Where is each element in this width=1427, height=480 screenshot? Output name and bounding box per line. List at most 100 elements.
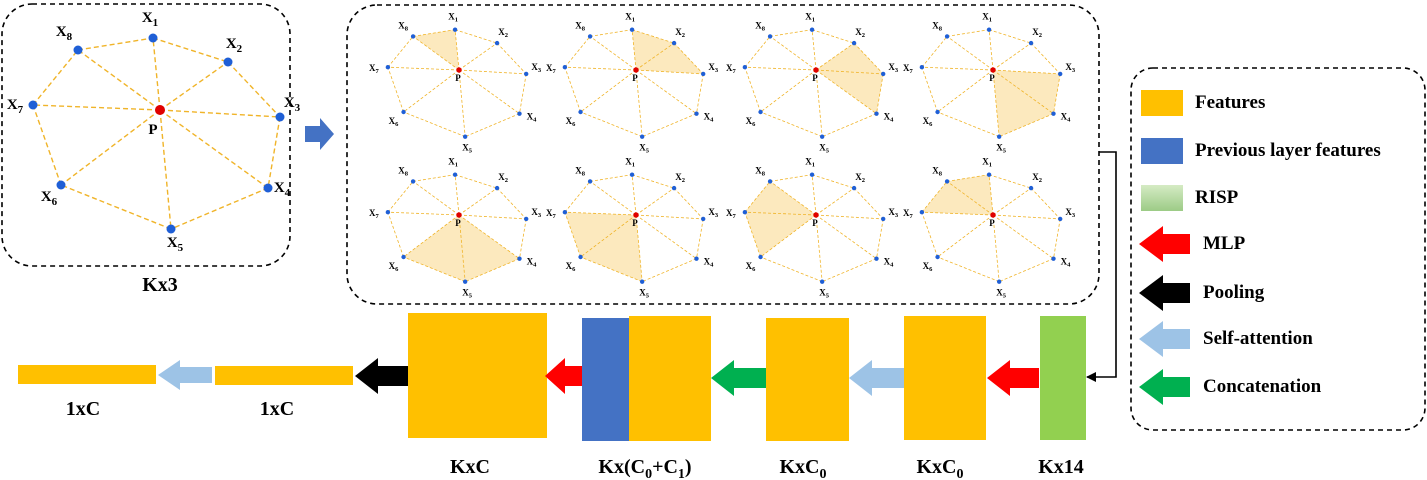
ring-edge xyxy=(921,36,948,68)
neighbor-label: X3 xyxy=(1065,62,1076,74)
neighbor-label: X5 xyxy=(167,235,184,254)
center-node xyxy=(990,67,996,73)
highlighted-triangle-region xyxy=(413,29,459,70)
center-label: P xyxy=(455,73,461,83)
legend-item: RISP xyxy=(1141,185,1239,211)
concat-label: Kx(C0+C1) xyxy=(598,456,691,480)
spoke-edge xyxy=(635,69,704,75)
risp-block xyxy=(1040,316,1086,440)
neighbor-label: X2 xyxy=(675,27,685,39)
highlighted-triangle-region xyxy=(816,43,884,114)
ring-edge xyxy=(496,42,527,75)
neighbor-node xyxy=(56,180,66,190)
center-label: P xyxy=(812,73,818,83)
highlighted-triangle-region xyxy=(921,174,993,215)
spoke-edge xyxy=(458,69,520,115)
ring-edge xyxy=(519,218,527,259)
spoke-edge xyxy=(458,214,527,220)
spoke-edge xyxy=(454,29,460,71)
center-node xyxy=(990,212,996,218)
neighbor-node xyxy=(694,111,699,116)
center-label: P xyxy=(632,73,638,83)
center-label: P xyxy=(148,122,157,138)
neighbor-node xyxy=(881,216,886,222)
ring-edge xyxy=(403,256,466,283)
neighbor-label: X4 xyxy=(1061,112,1072,124)
center-label: P xyxy=(632,218,638,228)
ring-edge xyxy=(580,111,643,138)
kxc-feature-block xyxy=(408,313,547,438)
legend-swatch xyxy=(1141,185,1183,211)
neighbor-label: X8 xyxy=(755,20,766,32)
spoke-edge xyxy=(589,181,637,216)
legend-label: RISP xyxy=(1195,187,1239,208)
neighbor-label: X2 xyxy=(498,172,508,184)
neighbor-label: X2 xyxy=(1032,172,1042,184)
spoke-edge xyxy=(815,214,884,220)
neighbor-node xyxy=(524,71,529,77)
neighbor-node xyxy=(758,254,763,260)
ring-edge xyxy=(152,37,229,63)
spoke-edge xyxy=(635,42,675,71)
spoke-edge xyxy=(815,42,855,71)
spoke-edge xyxy=(412,181,460,216)
neighbor-label: X5 xyxy=(996,143,1007,155)
spoke-edge xyxy=(458,214,466,282)
legend-arrow-icon xyxy=(1139,321,1190,357)
neighbor-label: X4 xyxy=(527,112,538,124)
spoke-edge xyxy=(580,69,637,113)
neighbor-node xyxy=(1028,40,1034,46)
legend-item: Features xyxy=(1141,90,1265,116)
neighbor-node xyxy=(385,65,391,70)
spoke-edge xyxy=(760,69,817,113)
neighbor-node xyxy=(881,71,886,77)
ring-edge xyxy=(822,113,877,138)
neighbor-label: X1 xyxy=(805,12,815,24)
neighbor-label: X4 xyxy=(704,257,715,269)
spoke-edge xyxy=(921,66,994,71)
spoke-edge xyxy=(589,36,637,71)
spoke-edge xyxy=(815,187,855,216)
neighbor-label: X4 xyxy=(884,112,895,124)
neighbor-label: X8 xyxy=(575,20,586,32)
ring-edge xyxy=(937,111,1000,138)
neighbor-label: X6 xyxy=(923,116,934,128)
ring-edge xyxy=(631,29,675,44)
neighbor-label: X7 xyxy=(369,63,380,75)
spoke-edge xyxy=(631,174,637,216)
ring-edge xyxy=(413,29,456,37)
legend-label: Concatenation xyxy=(1203,376,1322,397)
neighbor-node xyxy=(562,210,568,215)
ring-edge xyxy=(921,181,948,213)
spoke-edge xyxy=(992,42,1032,71)
center-node xyxy=(633,67,639,73)
center-node xyxy=(456,67,462,73)
spoke-edge xyxy=(744,66,817,71)
neighbor-label: X3 xyxy=(531,207,542,219)
spoke-edge xyxy=(760,214,817,258)
highlighted-triangle-region xyxy=(564,212,643,282)
spoke-edge xyxy=(635,214,704,220)
ring-edge xyxy=(1030,187,1061,220)
neighbor-node xyxy=(401,109,406,115)
spoke-edge xyxy=(458,42,498,71)
ring-edge xyxy=(673,187,704,220)
neighbor-label: X2 xyxy=(855,172,865,184)
neighbor-node xyxy=(639,279,645,284)
neighbor-node xyxy=(996,134,1002,139)
ring-edge xyxy=(853,187,884,220)
ring-edge xyxy=(170,187,269,230)
neighbor-label: X6 xyxy=(41,189,58,208)
neighbor-label: X3 xyxy=(708,62,719,74)
spoke-edge xyxy=(769,181,817,216)
neighbor-label: X7 xyxy=(726,63,737,75)
spoke-edge xyxy=(937,69,994,113)
neighbor-node xyxy=(148,33,158,43)
neighbor-node xyxy=(944,34,950,39)
neighbor-node xyxy=(986,172,992,177)
ring-edge xyxy=(876,218,884,259)
ring-edge xyxy=(822,258,877,283)
neighbor-label: X7 xyxy=(726,208,737,220)
